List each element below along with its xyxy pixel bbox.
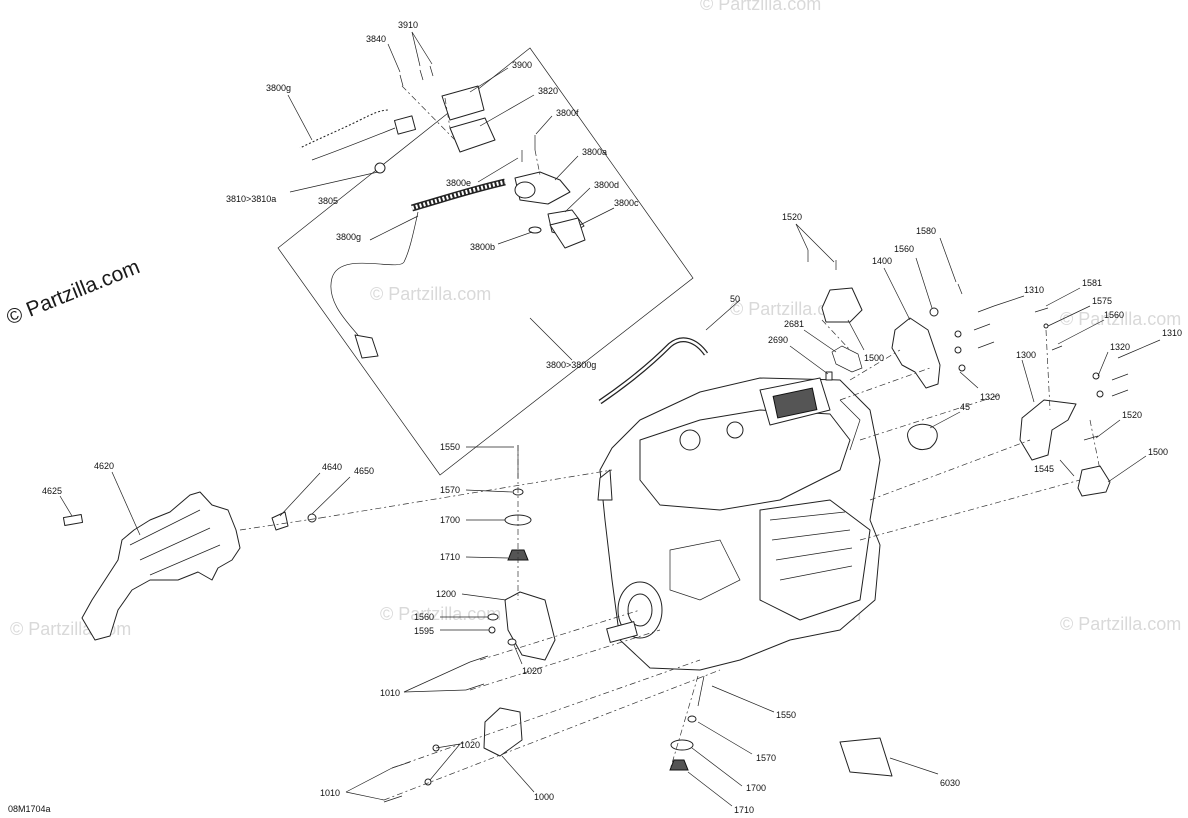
callout-label: 1520 bbox=[1122, 410, 1142, 420]
callout-label: 1200 bbox=[436, 589, 456, 599]
callout-label: 1580 bbox=[916, 226, 936, 236]
vent-hose-inner bbox=[599, 338, 708, 404]
callout-label: 4620 bbox=[94, 461, 114, 471]
watermark: © Partzilla.com bbox=[1060, 309, 1181, 329]
callout-label: 2690 bbox=[768, 335, 788, 345]
leader-lines bbox=[59, 31, 1161, 807]
callout-label: 3800d bbox=[594, 180, 619, 190]
callout-label: 3805 bbox=[318, 196, 338, 206]
callout-label: 3800a bbox=[582, 147, 607, 157]
callout-label: 1700 bbox=[746, 783, 766, 793]
callout-label: 1550 bbox=[776, 710, 796, 720]
callout-label: 3800>3800g bbox=[546, 360, 596, 370]
callout-label: 1581 bbox=[1082, 278, 1102, 288]
callout-label: 1400 bbox=[872, 256, 892, 266]
callout-label: 3800c bbox=[614, 198, 639, 208]
callout-label: 1700 bbox=[440, 515, 460, 525]
callout-label: 1545 bbox=[1034, 464, 1054, 474]
callout-label: 4625 bbox=[42, 486, 62, 496]
callout-label: 4640 bbox=[322, 462, 342, 472]
callout-label: 1310 bbox=[1162, 328, 1182, 338]
callout-label: 3800g bbox=[336, 232, 361, 242]
right-mounts bbox=[807, 250, 1133, 497]
callout-label: 1570 bbox=[756, 753, 776, 763]
callout-label: 1570 bbox=[440, 485, 460, 495]
callout-label: 1710 bbox=[440, 552, 460, 562]
callout-label: 6030 bbox=[940, 778, 960, 788]
callout-label: 3800f bbox=[556, 108, 579, 118]
callout-label: 3810>3810a bbox=[226, 194, 276, 204]
engine-assembly bbox=[597, 377, 881, 671]
watermark: © Partzilla.com bbox=[1060, 614, 1181, 634]
callout-label: 1520 bbox=[782, 212, 802, 222]
callout-label: 3910 bbox=[398, 20, 418, 30]
callout-label: 50 bbox=[730, 294, 740, 304]
callout-label: 1560 bbox=[414, 612, 434, 622]
callout-label: 1310 bbox=[1024, 285, 1044, 295]
callout-label: 1575 bbox=[1092, 296, 1112, 306]
callout-label: 1500 bbox=[1148, 447, 1168, 457]
watermark: © Partzilla.com bbox=[380, 604, 501, 624]
callout-labels: 3910 3840 3900 3820 3800g 3800f 3800a 38… bbox=[42, 20, 1182, 815]
callout-label: 1000 bbox=[534, 792, 554, 802]
callout-label: 1550 bbox=[440, 442, 460, 452]
callout-label: 1300 bbox=[1016, 350, 1036, 360]
left-bracket-assembly bbox=[62, 491, 317, 641]
diagram-reference-code: 08M1704a bbox=[8, 804, 51, 814]
callout-label: 3800g bbox=[266, 83, 291, 93]
watermark: © Partzilla.com bbox=[370, 284, 491, 304]
callout-label: 1320 bbox=[1110, 342, 1130, 352]
harness-group bbox=[299, 65, 586, 359]
harness-group-frame bbox=[277, 47, 694, 476]
vent-hose bbox=[598, 337, 709, 405]
callout-label: 3820 bbox=[538, 86, 558, 96]
brand-logo: © Partzilla.com bbox=[3, 255, 143, 329]
callout-label: 1020 bbox=[460, 740, 480, 750]
callout-label: 3800e bbox=[446, 178, 471, 188]
callout-label: 1560 bbox=[894, 244, 914, 254]
callout-label: 3800b bbox=[470, 242, 495, 252]
alignment-lines bbox=[239, 85, 1101, 801]
callout-label: 1020 bbox=[522, 666, 542, 676]
callout-label: 1560 bbox=[1104, 310, 1124, 320]
callout-label: 1010 bbox=[380, 688, 400, 698]
callout-label: 3840 bbox=[366, 34, 386, 44]
callout-label: 3900 bbox=[512, 60, 532, 70]
callout-label: 1010 bbox=[320, 788, 340, 798]
callout-label: 4650 bbox=[354, 466, 374, 476]
callout-label: 2681 bbox=[784, 319, 804, 329]
watermark: © Partzilla.com bbox=[700, 0, 821, 14]
watermark: © Partzilla.com bbox=[730, 299, 851, 319]
callout-label: 1320 bbox=[980, 392, 1000, 402]
callout-label: 45 bbox=[960, 402, 970, 412]
callout-label: 1500 bbox=[864, 353, 884, 363]
callout-label: 1595 bbox=[414, 626, 434, 636]
lower-mounts bbox=[383, 445, 893, 803]
callout-label: 1710 bbox=[734, 805, 754, 815]
